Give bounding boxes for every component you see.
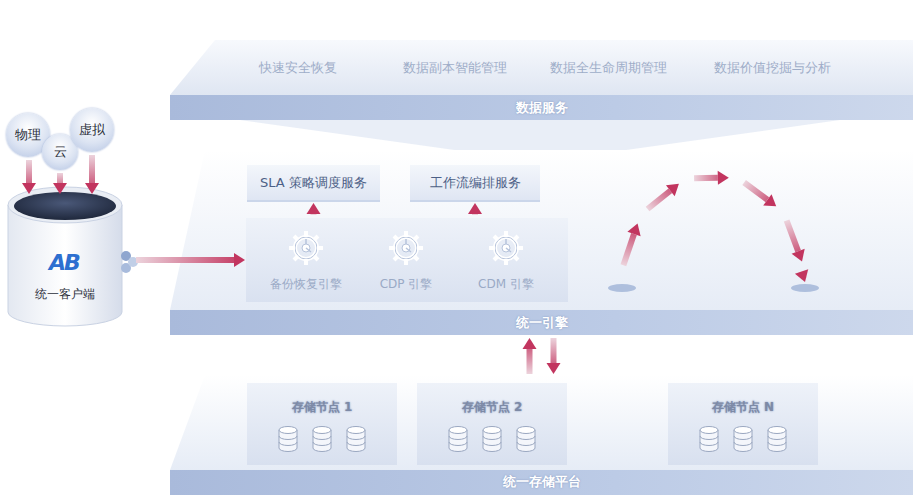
- service-label: 快速安全恢复: [259, 59, 337, 77]
- connector: [85, 155, 99, 194]
- node-text: 云: [54, 143, 67, 161]
- node-text: 数据服务: [516, 99, 568, 117]
- engine-panel: 备份恢复引擎CDP 引擎CDM 引擎: [246, 218, 568, 302]
- storage-box: [417, 383, 567, 465]
- service-box: 工作流编排服务: [410, 165, 540, 202]
- service-box: SLA 策略调度服务: [247, 165, 380, 202]
- arc-arrow: [623, 224, 640, 266]
- node-text: SLA 策略调度服务: [260, 174, 367, 192]
- connector-arrow: [468, 203, 482, 215]
- node-text: 物理: [15, 126, 41, 144]
- connector-arrow: [136, 253, 245, 267]
- arc-arrow: [744, 183, 776, 207]
- node-text: CDM 引擎: [456, 276, 556, 293]
- arc-arrow: [694, 171, 729, 185]
- slab-front-face: [170, 470, 913, 495]
- connector-arrow: [523, 338, 537, 374]
- connector: [523, 338, 561, 374]
- storage-node: 存储节点 2: [417, 383, 567, 465]
- cylinder-opening: [14, 192, 116, 220]
- arc-arrow: [795, 269, 808, 282]
- connector-arrow: [85, 155, 99, 194]
- connector-arrow: [53, 173, 67, 194]
- source-circle: 虚拟: [70, 108, 114, 152]
- arc-pad: [608, 284, 636, 292]
- connector: [53, 173, 67, 194]
- node-text: 统一客户端: [8, 286, 122, 303]
- connector: [307, 203, 321, 215]
- node-text: 统一引擎: [516, 314, 568, 332]
- disk-icons: [279, 427, 786, 452]
- storage-node: 存储节点 N: [668, 383, 818, 465]
- band: 统一引擎: [170, 310, 913, 335]
- node-text: CDP 引擎: [356, 276, 456, 293]
- storage-node: 存储节点 1: [247, 383, 397, 465]
- connector: [136, 253, 245, 267]
- node-text: 工作流编排服务: [430, 174, 521, 192]
- connector-arrow: [307, 203, 321, 215]
- connector: [22, 160, 36, 194]
- service-label: 数据价值挖掘与分析: [714, 59, 831, 77]
- node-text: 存储节点 2: [417, 397, 567, 417]
- node-text: 统一存储平台: [170, 472, 913, 492]
- slab-top-face: [170, 375, 913, 470]
- engine-panel: [246, 218, 568, 302]
- logo-mark: AB: [49, 250, 79, 275]
- arc-arrow: [787, 221, 805, 262]
- storage-box: [668, 383, 818, 465]
- storage-platform: 统一存储平台 存储节点 1 存储节点 2 存储节点 N: [170, 375, 913, 495]
- service-label: 数据副本智能管理: [403, 59, 507, 77]
- arc-pad: [791, 284, 819, 292]
- node-text: 备份恢复引擎: [251, 276, 361, 293]
- band: 数据服务: [170, 95, 913, 120]
- arc-arrows: [623, 171, 808, 282]
- node-text: 存储节点 N: [668, 397, 818, 417]
- connector-arrow: [547, 338, 561, 374]
- slab-top-face: [170, 40, 913, 95]
- connector: [468, 203, 482, 215]
- storage-box: [247, 383, 397, 465]
- connector-arrow: [22, 160, 36, 194]
- service-label: 数据全生命周期管理: [550, 59, 667, 77]
- node-text: 虚拟: [79, 121, 105, 139]
- node-text: 存储节点 1: [247, 397, 397, 417]
- arc-arrow: [648, 184, 679, 209]
- slab-top-face: [170, 150, 913, 310]
- cylinder-top: [8, 187, 122, 223]
